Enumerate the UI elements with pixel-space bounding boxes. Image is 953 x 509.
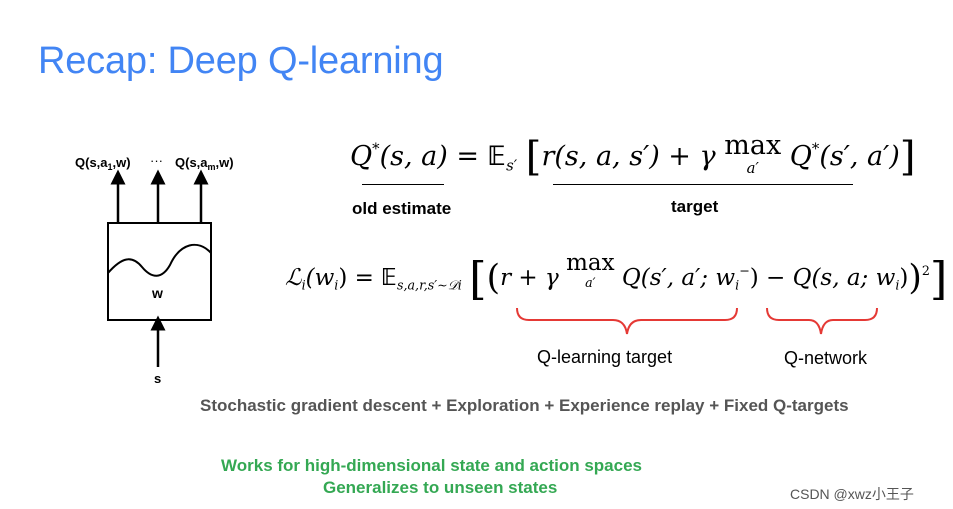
output-label-first: Q(s,a1,w) xyxy=(75,155,131,172)
input-label: s xyxy=(154,371,161,386)
network-box xyxy=(107,222,212,321)
target-underline xyxy=(553,184,853,185)
q-learning-target-brace xyxy=(516,307,738,335)
slide-title: Recap: Deep Q-learning xyxy=(38,40,444,82)
watermark: CSDN @xwz小王子 xyxy=(790,486,914,502)
network-weight-label: w xyxy=(151,285,163,301)
output-ellipsis: ··· xyxy=(150,153,163,168)
network-curve xyxy=(107,243,212,277)
benefit-high-dimensional: Works for high-dimensional state and act… xyxy=(221,456,642,475)
target-label: target xyxy=(671,197,719,216)
old-estimate-underline xyxy=(362,184,444,185)
techniques-line: Stochastic gradient descent + Exploratio… xyxy=(200,396,849,415)
benefit-generalizes: Generalizes to unseen states xyxy=(323,478,558,497)
q-learning-target-label: Q-learning target xyxy=(537,347,673,367)
q-network-diagram: Q(s,a1,w) ··· Q(s,am,w) w s xyxy=(75,153,234,386)
q-network-label: Q-network xyxy=(784,348,868,368)
q-network-brace xyxy=(766,307,878,335)
output-label-last: Q(s,am,w) xyxy=(175,155,234,172)
old-estimate-label: old estimate xyxy=(352,199,452,218)
